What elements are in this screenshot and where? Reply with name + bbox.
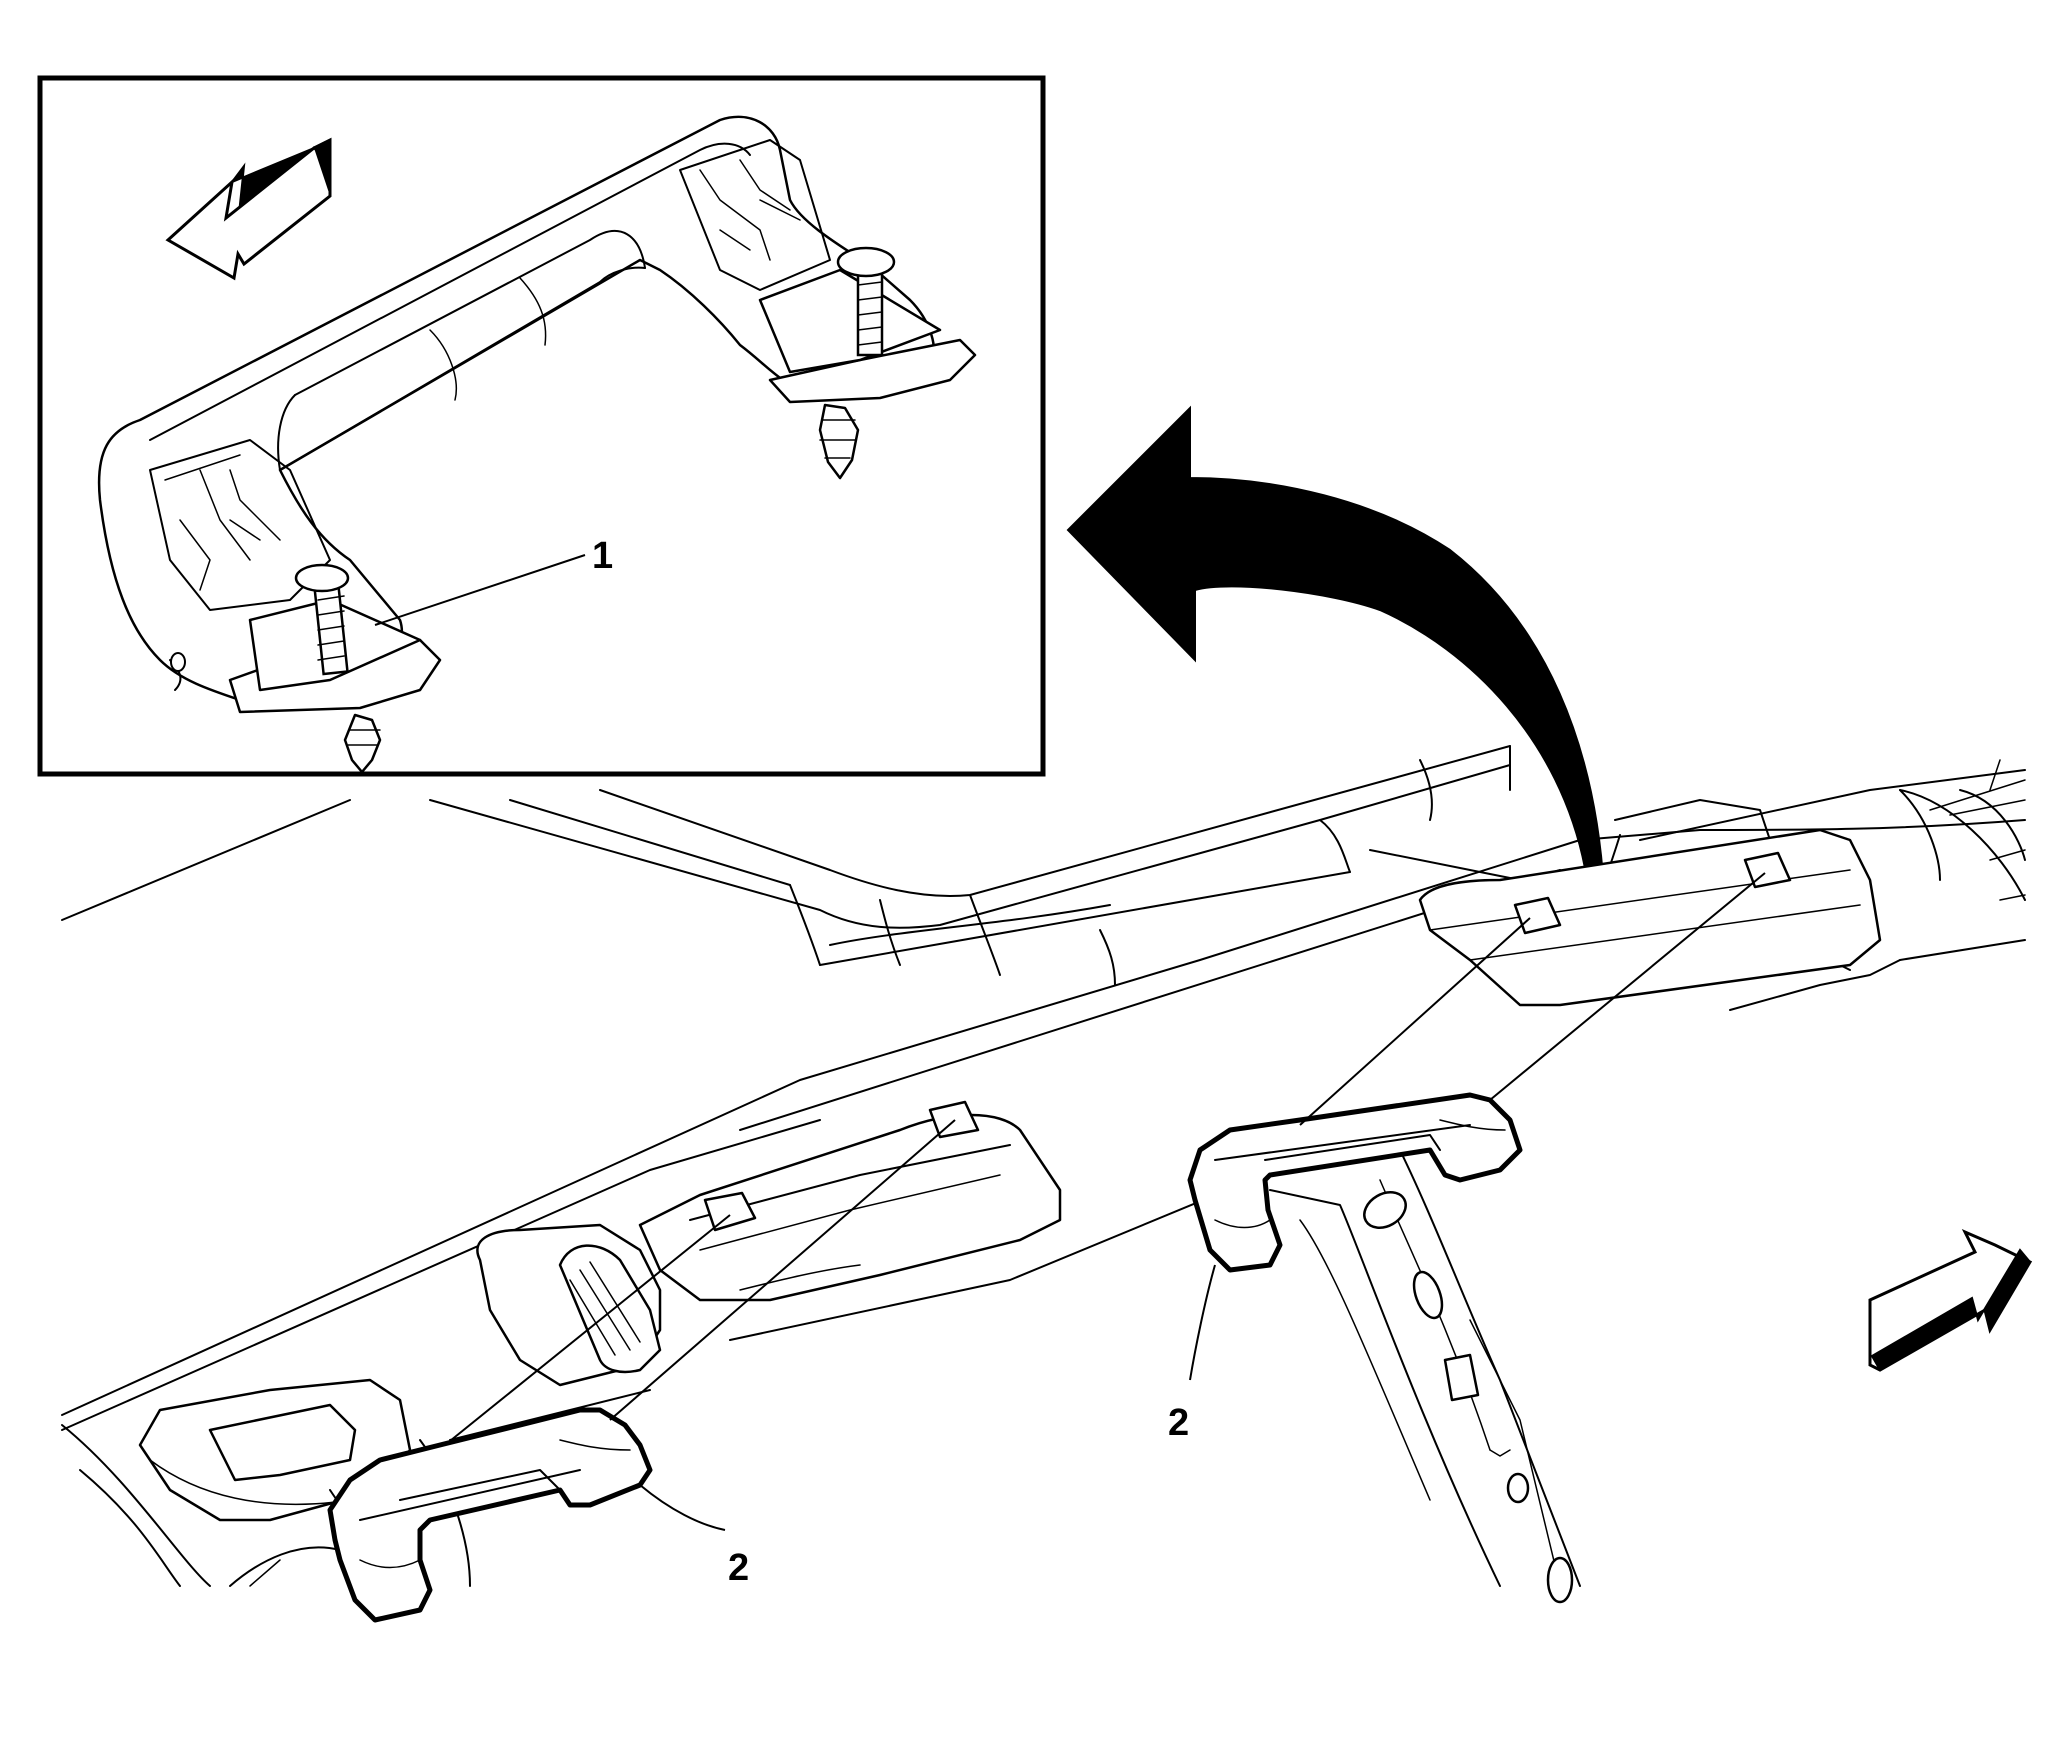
- slot-rear-1: [703, 1191, 757, 1232]
- slot-front-2: [1743, 851, 1792, 889]
- b-pillar: [1269, 1139, 1581, 1604]
- callout-1: 1: [374, 535, 613, 626]
- curved-arrow-icon: [1066, 405, 1606, 916]
- callout-2-rear: 2: [639, 1484, 749, 1589]
- arrow-forward-icon: [1868, 1228, 2033, 1372]
- arrow-direction-icon: [165, 137, 332, 281]
- inset-detail: 1: [37, 75, 1046, 777]
- callout-2-front: 2: [1168, 1264, 1216, 1444]
- assist-handle-detail: [97, 115, 977, 774]
- slot-front-1: [1513, 896, 1562, 935]
- callout-2-front-label: 2: [1168, 1402, 1189, 1444]
- alignment-lines: [444, 872, 1766, 1446]
- rear-assist-handle: [327, 1407, 653, 1623]
- front-assist-handle: [1187, 1092, 1523, 1273]
- callout-2-rear-label: 2: [728, 1547, 749, 1589]
- slot-rear-2: [928, 1100, 980, 1139]
- callout-1-label: 1: [592, 535, 613, 577]
